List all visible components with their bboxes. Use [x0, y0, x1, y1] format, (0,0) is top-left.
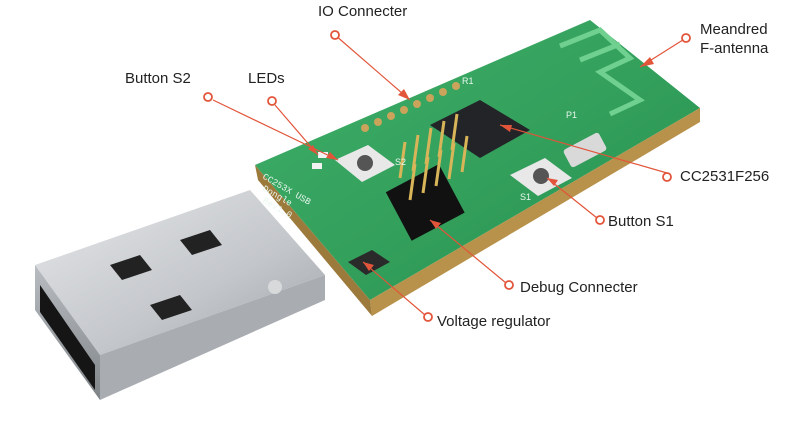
silk-p1: P1: [566, 110, 577, 120]
led-2: [312, 163, 322, 169]
callout-leds: [274, 104, 319, 156]
label-io-connecter: IO Connecter: [318, 3, 408, 20]
label-button-s2: Button S2: [125, 70, 191, 87]
callout-voltage: [362, 261, 426, 316]
dot-debug: [504, 280, 514, 290]
dot-leds: [267, 96, 277, 106]
cc2531-chip: [430, 100, 530, 158]
callout-debug: [429, 219, 507, 284]
dot-voltage: [423, 312, 433, 322]
callout-lines: [212, 34, 687, 316]
callout-io: [334, 34, 411, 101]
callout-s2: [212, 99, 339, 161]
silk-s2: S2: [395, 157, 406, 167]
usb-connector: [35, 190, 325, 400]
label-voltage-regulator: Voltage regulator: [437, 313, 551, 330]
label-cc2531: CC2531F256: [680, 168, 770, 185]
label-meandred: Meandred: [700, 21, 768, 38]
label-debug-connecter: Debug Connecter: [520, 279, 638, 296]
label-leds: LEDs: [248, 70, 285, 87]
antenna-trace: [559, 27, 645, 117]
arrow-leds: [308, 145, 318, 155]
dot-io: [330, 30, 340, 40]
io-connecter-pads: [361, 82, 460, 132]
voltage-regulator-part: [348, 250, 390, 275]
callout-cc2531: [499, 124, 668, 174]
callout-arrowheads: [308, 57, 654, 271]
button-s2-part: [335, 145, 395, 182]
arrow-voltage: [363, 262, 374, 271]
led-1: [318, 152, 328, 158]
pcb-board: CC253X USB Dongle Rev1.0 S2 S1 R1 P1: [255, 20, 700, 316]
arrow-s2: [326, 152, 338, 160]
dot-antenna: [681, 33, 691, 43]
label-button-s1: Button S1: [608, 213, 674, 230]
callout-endpoints: [203, 30, 691, 322]
arrow-s1: [547, 178, 558, 186]
arrow-antenna: [640, 57, 654, 67]
arrow-cc2531: [500, 125, 512, 132]
silk-r1: R1: [462, 76, 474, 86]
label-f-antenna: F-antenna: [700, 40, 769, 57]
dot-s2: [203, 92, 213, 102]
dot-cc2531: [662, 172, 672, 182]
arrow-debug: [430, 220, 441, 229]
button-s1-part: [510, 158, 572, 196]
debug-header: [385, 113, 469, 241]
silk-s1: S1: [520, 192, 531, 202]
callout-s1: [546, 177, 598, 219]
dot-s1: [595, 215, 605, 225]
arrow-io: [398, 89, 410, 100]
